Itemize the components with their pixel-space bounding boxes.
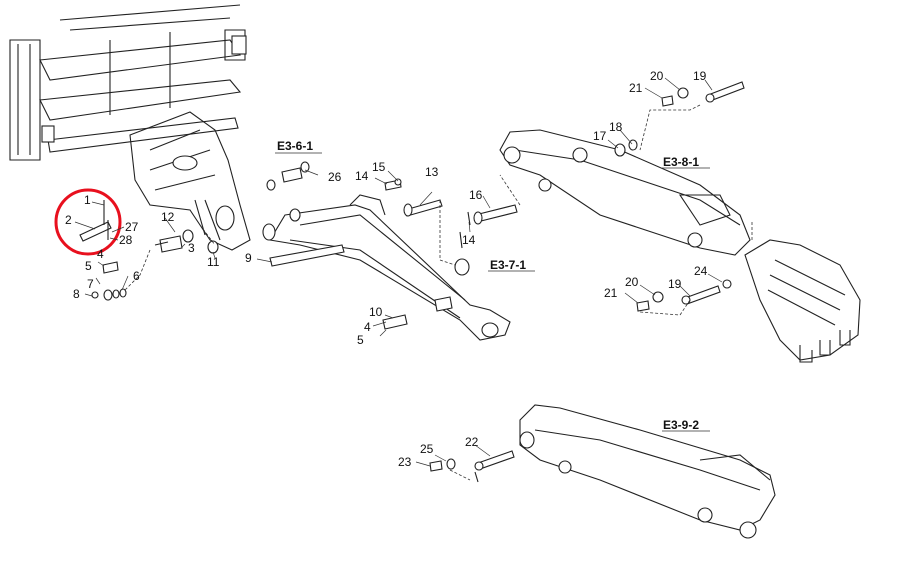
callout-label: 22 [465,435,479,449]
callout-label: 23 [398,455,412,469]
callout-label: 14 [355,169,369,183]
leader-lines [74,77,723,467]
callout-label: 26 [328,170,342,184]
ref-label-e3-6-1: E3-6-1 [277,139,313,153]
callout-label: 10 [369,305,383,319]
callout-label: 13 [425,165,439,179]
callout-label: 3 [188,241,195,255]
arm-pins [614,81,745,312]
callout-label: 17 [593,129,607,143]
callout-label: 25 [420,442,434,456]
callout-label: 20 [625,275,639,289]
boom [262,194,511,341]
pin-group-1 [54,188,122,256]
ref-label-e3-8-1: E3-8-1 [663,155,699,169]
bucket [744,239,861,363]
callout-label: 5 [85,259,92,273]
callout-label: 11 [207,255,220,269]
callout-label: 4 [97,247,104,261]
ref-label-e3-9-2: E3-9-2 [663,418,699,432]
machine-frame [9,4,247,161]
callout-label: 7 [87,277,94,291]
callout-label: 24 [694,264,708,278]
ref-label-e3-7-1: E3-7-1 [490,258,526,272]
callout-label: 9 [245,251,252,265]
swing-bracket [129,111,251,251]
callout-label: 4 [364,320,371,334]
callout-label: 15 [372,160,386,174]
callout-label: 5 [357,333,364,347]
callout-label: 1 [84,193,91,207]
callout-label: 20 [650,69,664,83]
callout-label: 2 [65,213,72,227]
small-parts-left [91,229,219,301]
boom-link [266,161,408,330]
callout-label: 16 [469,188,483,202]
small-parts-middle [384,178,518,249]
callout-label: 8 [73,287,80,301]
ref-underlines [275,152,710,432]
callout-label: 19 [668,277,682,291]
callout-label: 6 [133,269,140,283]
assembly-lines [124,104,753,481]
callout-label: 14 [462,233,476,247]
arm [499,129,751,256]
lower-arm [519,404,776,539]
highlight-circle [54,188,122,256]
callout-label: 27 [125,220,139,234]
callout-label: 28 [119,233,133,247]
lower-arm-pins [429,450,515,483]
callout-label: 21 [629,81,643,95]
callout-label: 12 [161,210,175,224]
callout-label: 19 [693,69,707,83]
callout-label: 18 [609,120,623,134]
callout-label: 21 [604,286,618,300]
